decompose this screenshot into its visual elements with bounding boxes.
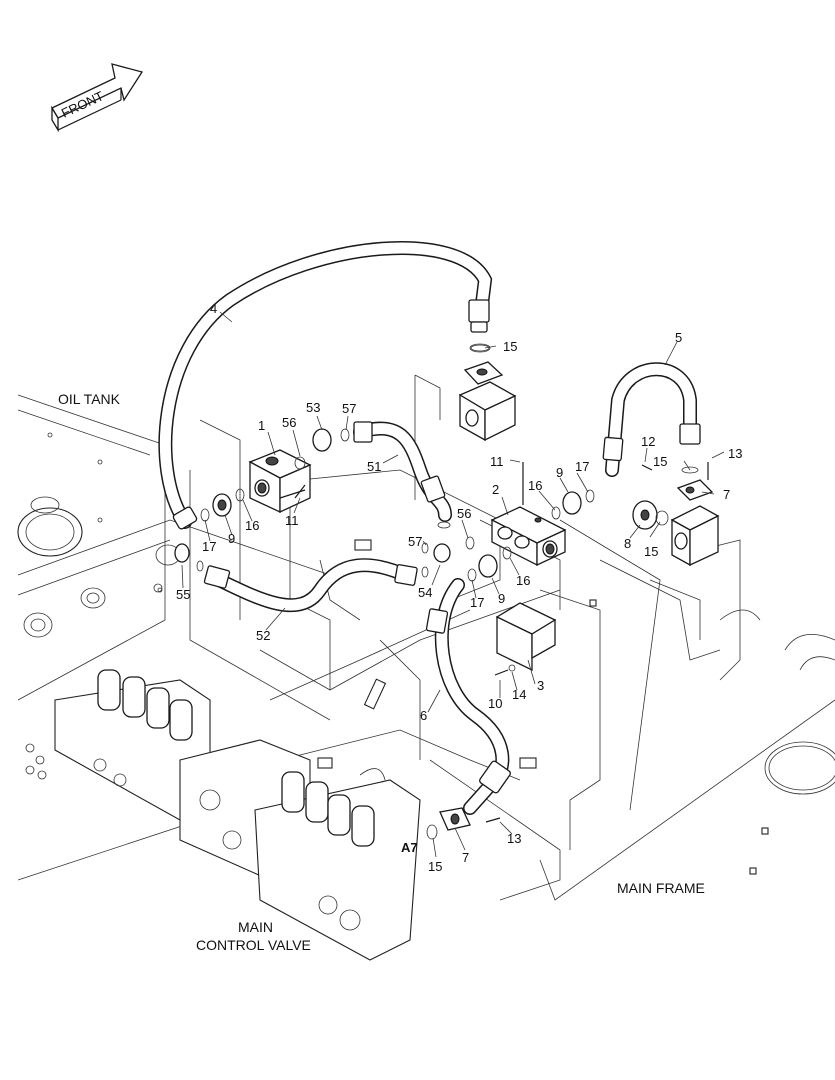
front-arrow: FRONT (51, 63, 144, 133)
view-marker-a7: A7 (401, 840, 418, 855)
callout-15-upper-right: 15 (653, 454, 667, 469)
callout-54: 54 (418, 585, 432, 600)
bracket-3 (495, 602, 557, 672)
hose-4 (158, 241, 493, 530)
callout-56-center: 56 (457, 506, 471, 521)
callout-7-lower: 7 (462, 850, 469, 865)
hose-51 (353, 421, 452, 522)
leader-lines (181, 311, 725, 858)
callout-55: 55 (176, 587, 190, 602)
callout-56-left: 56 (282, 415, 296, 430)
callout-8: 8 (624, 536, 631, 551)
fittings (174, 344, 709, 840)
callout-10: 10 (488, 696, 502, 711)
oil-tank: OIL TANK (17, 391, 331, 701)
callout-1: 1 (258, 418, 265, 433)
callout-16-left: 16 (245, 518, 259, 533)
callout-9-left: 9 (228, 531, 235, 546)
callout-11-left: 11 (285, 513, 299, 528)
callout-9-center: 9 (498, 591, 505, 606)
callout-15-right: 15 (644, 544, 658, 559)
hose-52 (203, 558, 418, 613)
callout-3: 3 (537, 678, 544, 693)
callout-15-lower: 15 (428, 859, 442, 874)
callout-53: 53 (306, 400, 320, 415)
oil-tank-label: OIL TANK (58, 391, 121, 407)
callout-7-right: 7 (723, 487, 730, 502)
callout-14: 14 (512, 687, 526, 702)
callout-57-center: 57 (408, 534, 422, 549)
callout-51: 51 (367, 459, 381, 474)
callout-57-top: 57 (342, 401, 356, 416)
callout-13-right: 13 (728, 446, 742, 461)
callout-11-top: 11 (490, 454, 504, 469)
callout-13-lower: 13 (507, 831, 521, 846)
callout-12: 12 (641, 434, 655, 449)
callout-17-left: 17 (202, 539, 216, 554)
mcv-label-line1: MAIN (238, 919, 273, 935)
callout-17-right: 17 (575, 459, 589, 474)
main-control-valve: MAIN CONTROL VALVE (25, 669, 421, 961)
callout-52: 52 (256, 628, 270, 643)
block-2 (490, 506, 567, 567)
callout-17-center: 17 (470, 595, 484, 610)
callout-4: 4 (210, 301, 217, 316)
callout-2: 2 (492, 482, 499, 497)
callout-6: 6 (420, 708, 427, 723)
right-flange-block (632, 479, 720, 567)
hose-6 (425, 578, 511, 815)
main-frame: MAIN FRAME (17, 374, 835, 901)
callouts: 4 1 2 3 5 6 7 7 8 9 9 9 10 11 11 12 13 1… (176, 301, 742, 874)
block-1 (248, 449, 312, 514)
mcv-label-line2: CONTROL VALVE (196, 937, 311, 953)
callout-9-right: 9 (556, 465, 563, 480)
callout-16-center: 16 (516, 573, 530, 588)
hose-5 (602, 362, 701, 477)
callout-5: 5 (675, 330, 682, 345)
top-flange-block (458, 343, 517, 442)
callout-16-right: 16 (528, 478, 542, 493)
callout-15-top: 15 (503, 339, 517, 354)
main-frame-label: MAIN FRAME (617, 880, 705, 896)
